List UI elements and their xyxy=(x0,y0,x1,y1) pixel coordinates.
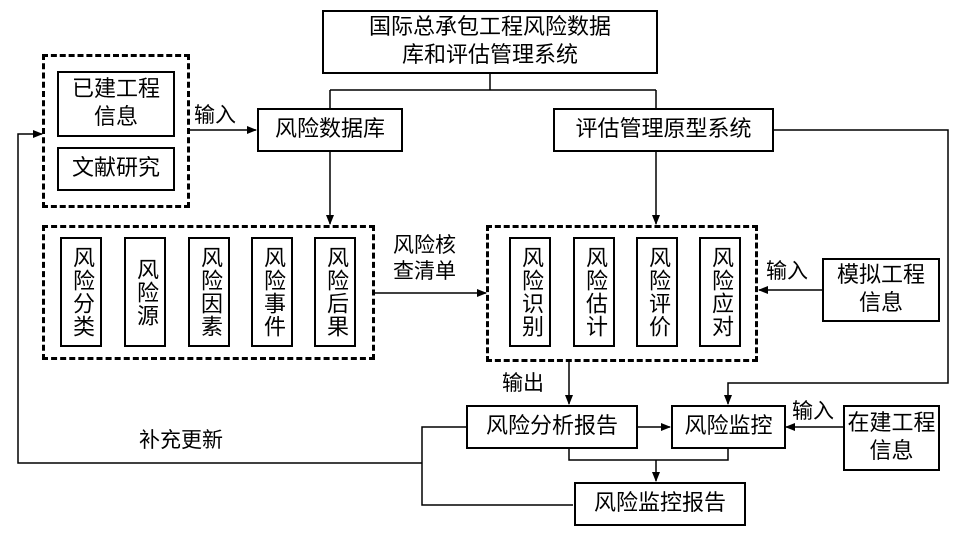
monitor-feed-arrow xyxy=(724,129,949,405)
built-project-info-node: 已建工程 信息 xyxy=(57,71,175,137)
assess-item-evaluation: 风险评价 xyxy=(636,237,678,347)
update-label: 补充更新 xyxy=(139,428,223,452)
input-group xyxy=(42,54,190,208)
assess-item-identification: 风险识别 xyxy=(509,237,551,347)
db-item-risk-category: 风险分类 xyxy=(60,237,102,347)
merge-arrow xyxy=(568,449,729,481)
assessment-system-node: 评估管理原型系统 xyxy=(553,108,774,152)
db-item-risk-source: 风险源 xyxy=(124,237,166,347)
assess-item-response: 风险应对 xyxy=(699,237,741,347)
output-label: 输出 xyxy=(502,371,544,395)
literature-research-node: 文献研究 xyxy=(57,147,175,191)
db-item-risk-event: 风险事件 xyxy=(251,237,293,347)
update-feedback-arrow xyxy=(17,130,422,464)
ongoing-project-info-node: 在建工程 信息 xyxy=(843,405,940,471)
risk-monitoring-report-node: 风险监控报告 xyxy=(574,482,746,526)
system-branch-line xyxy=(329,74,657,108)
simulated-project-info-node: 模拟工程 信息 xyxy=(822,258,940,322)
db-items-group xyxy=(42,225,375,360)
input-label-1: 输入 xyxy=(194,103,236,127)
checklist-label: 风险核 查清单 xyxy=(393,233,456,283)
assess-items-group xyxy=(486,225,758,362)
db-item-risk-factor: 风险因素 xyxy=(188,237,230,347)
input-label-2: 输入 xyxy=(766,259,808,283)
risk-monitoring-node: 风险监控 xyxy=(671,405,786,449)
update-feedback-line xyxy=(421,426,573,506)
input-label-3: 输入 xyxy=(792,399,834,423)
db-item-risk-consequence: 风险后果 xyxy=(314,237,356,347)
system-node: 国际总承包工程风险数据 库和评估管理系统 xyxy=(322,10,658,74)
risk-analysis-report-node: 风险分析报告 xyxy=(466,405,638,449)
risk-database-node: 风险数据库 xyxy=(257,108,403,152)
assess-item-estimation: 风险估计 xyxy=(573,237,615,347)
